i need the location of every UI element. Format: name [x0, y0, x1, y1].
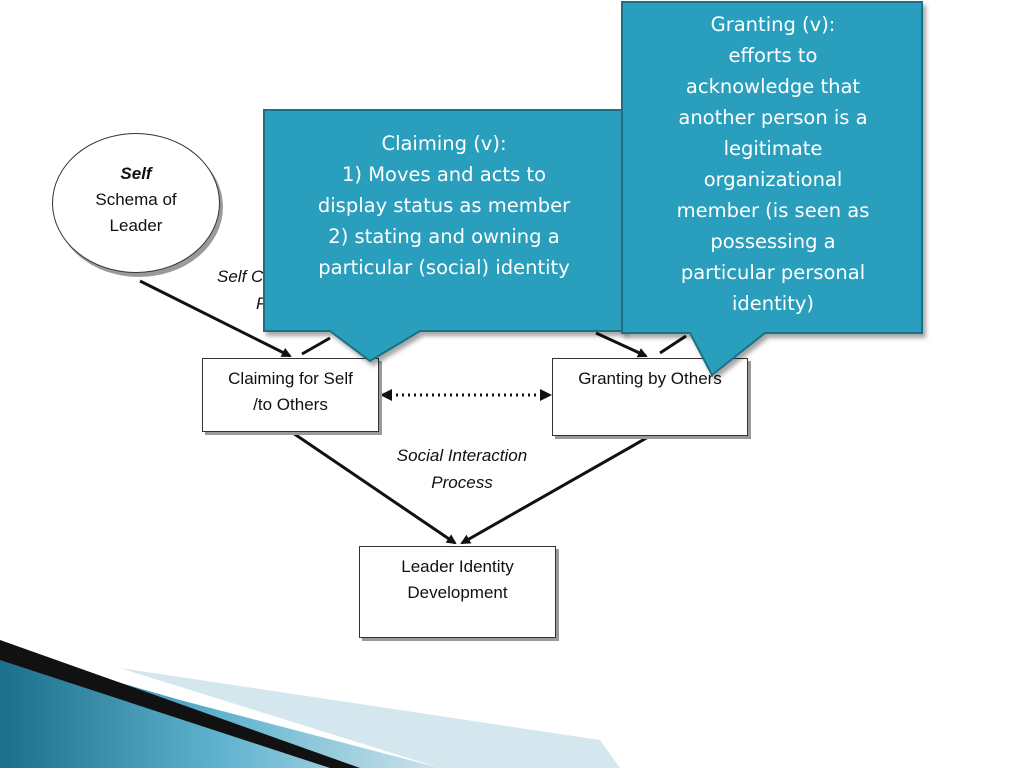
- claiming-callout-line1: Claiming (v):: [381, 132, 507, 155]
- arrow-to-granting-right: [659, 334, 687, 355]
- social-interaction-line1: Social Interaction: [396, 446, 528, 465]
- leader-identity-box: Leader Identity Development: [359, 546, 556, 638]
- claiming-callout-line2: 1) Moves and acts to: [342, 163, 546, 186]
- self-schema-oval: Self Schema of Leader: [52, 133, 220, 273]
- claiming-box: Claiming for Self /to Others: [202, 358, 379, 432]
- self-partial-label-1: Self C: [217, 267, 264, 286]
- claiming-callout-line5: particular (social) identity: [318, 256, 570, 279]
- schema-label: Schema of: [95, 190, 177, 209]
- claiming-callout-text: Claiming (v): 1) Moves and acts to displ…: [270, 128, 618, 283]
- granting-callout-line2: efforts to: [728, 44, 818, 67]
- granting-line1: Granting by Others: [578, 369, 722, 388]
- leader-label: Leader: [109, 216, 163, 235]
- granting-callout-line1: Granting (v):: [710, 13, 836, 36]
- arrow-to-claiming-right: [301, 336, 331, 356]
- arrow-to-granting: [595, 331, 648, 358]
- claiming-callout-line3: display status as member: [317, 194, 571, 217]
- granting-callout-line6: organizational: [703, 168, 843, 191]
- claiming-line2: /to Others: [253, 395, 328, 414]
- granting-callout-line10: identity): [731, 292, 814, 315]
- granting-callout-line4: another person is a: [678, 106, 868, 129]
- self-label: Self: [120, 164, 152, 183]
- arrow-claiming-to-leader: [289, 429, 457, 545]
- social-interaction-line2: Process: [431, 473, 493, 492]
- claiming-line1: Claiming for Self: [228, 369, 353, 388]
- granting-callout-line9: particular personal: [680, 261, 866, 284]
- claiming-callout-line4: 2) stating and owning a: [328, 225, 560, 248]
- granting-callout-text: Granting (v): efforts to acknowledge tha…: [630, 9, 916, 319]
- self-partial-label-2: P: [256, 294, 268, 313]
- granting-callout-line5: legitimate: [723, 137, 823, 160]
- arrow-self-to-claiming: [139, 279, 292, 358]
- granting-callout-line3: acknowledge that: [685, 75, 861, 98]
- leader-line2: Development: [407, 583, 508, 602]
- leader-line1: Leader Identity: [401, 557, 514, 576]
- granting-callout-line8: possessing a: [710, 230, 836, 253]
- granting-callout-line7: member (is seen as: [676, 199, 870, 222]
- social-interaction-label: Social Interaction Process: [372, 442, 552, 496]
- arrow-granting-to-leader: [460, 434, 651, 545]
